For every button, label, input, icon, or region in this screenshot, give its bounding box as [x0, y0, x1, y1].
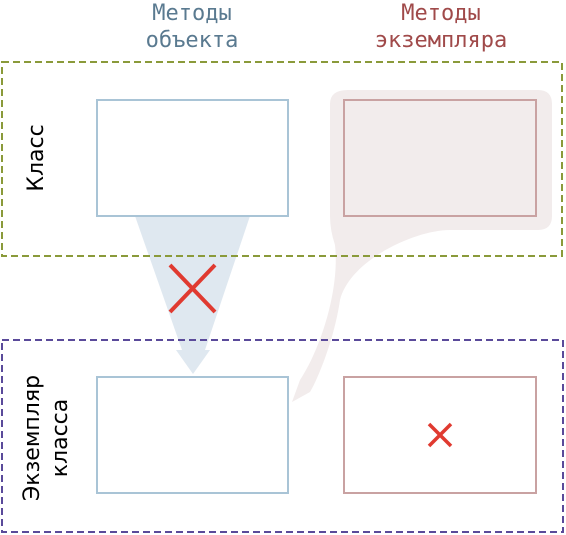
row-label-class: Класс [24, 124, 49, 192]
class-region [1, 61, 563, 257]
cross-icon [168, 263, 217, 314]
column-header-instance-methods: Методы экземпляра [374, 1, 508, 53]
object-methods-funnel [135, 216, 250, 374]
instance-methods-funnel [292, 90, 552, 402]
instance-region [1, 339, 564, 533]
instance-object-methods-box [96, 376, 289, 494]
class-instance-methods-box [343, 99, 537, 217]
row-label-instance: Экземпляр класса [20, 374, 73, 502]
class-object-methods-box [96, 99, 289, 217]
cross-icon [427, 422, 453, 448]
column-header-object-methods: Методы объекта [145, 1, 239, 53]
